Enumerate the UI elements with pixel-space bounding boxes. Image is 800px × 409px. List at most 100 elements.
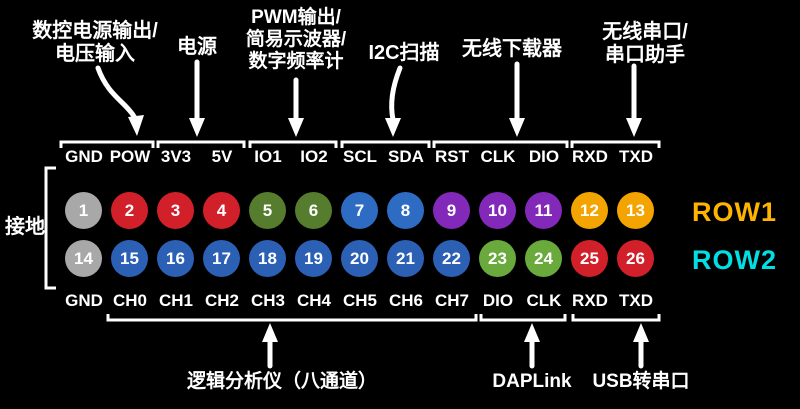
pin-4: 4 xyxy=(203,192,240,229)
annotation-daplink: DAPLink xyxy=(487,371,577,393)
top-label-rst: RST xyxy=(435,147,469,166)
top-label-rxd: RXD xyxy=(572,147,608,166)
bottom-label-ch1: CH1 xyxy=(158,291,193,310)
annotation-ground: 接地 xyxy=(5,216,45,238)
pin-17: 17 xyxy=(203,240,240,277)
annotation-usb-serial: USB转串口 xyxy=(586,371,696,393)
annotation-line: 逻辑分析仪（八通道） xyxy=(186,371,377,392)
arrowhead-pwm xyxy=(288,118,304,137)
bracket-io1-io2 xyxy=(248,140,338,148)
top-label-dio: DIO xyxy=(528,147,560,166)
top-label-clk: CLK xyxy=(480,147,516,166)
arrowhead-logic-analyzer xyxy=(262,323,278,342)
pin-1: 1 xyxy=(65,192,102,229)
top-label-scl: SCL xyxy=(343,147,377,166)
top-label-io1: IO1 xyxy=(254,147,282,166)
annotation-line: DAPLink xyxy=(492,371,572,392)
bottom-label-gnd: GND xyxy=(65,291,103,310)
bracket-usb-serial xyxy=(571,314,661,322)
annotation-line: 电压输入 xyxy=(55,43,135,65)
annotation-i2c: I2C扫描 xyxy=(350,42,458,65)
annotation-logic-analyzer: 逻辑分析仪（八通道） xyxy=(160,371,404,393)
bracket-rxd-txd-top xyxy=(570,140,661,148)
row1-label: ROW1 xyxy=(692,197,777,227)
bottom-label-ch2: CH2 xyxy=(204,291,239,310)
annotation-line: PWM输出/ xyxy=(251,7,341,28)
pin-25: 25 xyxy=(571,240,608,277)
arrowhead-usb-serial xyxy=(633,323,649,342)
arrow-i2c xyxy=(389,65,403,123)
annotation-wireless-downloader: 无线下载器 xyxy=(450,38,574,61)
annotation-line: I2C扫描 xyxy=(368,42,440,64)
pin-12: 12 xyxy=(571,192,608,229)
pin-13: 13 xyxy=(617,192,654,229)
pin-3: 3 xyxy=(157,192,194,229)
pin-21: 21 xyxy=(387,240,424,277)
bottom-label-txd: TXD xyxy=(619,291,653,310)
bottom-label-ch6: CH6 xyxy=(388,291,423,310)
arrowhead-daplink xyxy=(524,323,540,342)
arrowhead-wireless-downloader xyxy=(509,118,525,137)
top-label-pow: POW xyxy=(109,147,151,166)
pin-5: 5 xyxy=(249,192,286,229)
pin-11: 11 xyxy=(525,192,562,229)
pin-18: 18 xyxy=(249,240,286,277)
annotation-wireless-serial: 无线串口/ 串口助手 xyxy=(583,21,707,67)
pin-2: 2 xyxy=(111,192,148,229)
bracket-ground xyxy=(44,166,56,290)
annotation-line: 无线串口/ xyxy=(602,21,688,43)
bottom-label-rxd: RXD xyxy=(572,291,608,310)
annotation-pwm: PWM输出/ 简易示波器/ 数字频率计 xyxy=(229,7,363,73)
arrowhead-dc-power xyxy=(128,115,144,136)
annotation-line: 无线下载器 xyxy=(462,38,562,60)
top-pin-labels: GND POW 3V3 5V IO1 IO2 SCL SDA RST CLK DIO RXD TXD xyxy=(61,147,659,167)
pin-26: 26 xyxy=(617,240,654,277)
pin-23: 23 xyxy=(479,240,516,277)
row2-label: ROW2 xyxy=(692,245,777,275)
annotation-dc-power: 数控电源输出/ 电压输入 xyxy=(20,20,170,66)
pin-19: 19 xyxy=(295,240,332,277)
top-label-txd: TXD xyxy=(619,147,653,166)
pin-6: 6 xyxy=(295,192,332,229)
pin-15: 15 xyxy=(111,240,148,277)
bottom-label-ch7: CH7 xyxy=(434,291,469,310)
pin-7: 7 xyxy=(341,192,378,229)
pin-9: 9 xyxy=(433,192,470,229)
bottom-label-ch0: CH0 xyxy=(112,291,147,310)
bracket-3v3-5v xyxy=(156,140,246,148)
pin-20: 20 xyxy=(341,240,378,277)
annotation-line: 串口助手 xyxy=(605,44,685,66)
arrowhead-power xyxy=(189,118,205,137)
arrow-dc-power xyxy=(95,65,138,121)
bottom-label-ch3: CH3 xyxy=(250,291,285,310)
bracket-logic-analyzer xyxy=(106,314,478,322)
bottom-label-ch4: CH4 xyxy=(296,291,331,310)
pin-8: 8 xyxy=(387,192,424,229)
pin-14: 14 xyxy=(65,240,102,277)
bottom-label-clk: CLK xyxy=(526,291,562,310)
top-label-sda: SDA xyxy=(388,147,424,166)
top-label-3v3: 3V3 xyxy=(160,147,192,166)
top-label-gnd: GND xyxy=(65,147,103,166)
pin-16: 16 xyxy=(157,240,194,277)
annotation-line: 简易示波器/ xyxy=(245,29,347,50)
annotation-line: 数控电源输出/ xyxy=(32,20,158,42)
pin-24: 24 xyxy=(525,240,562,277)
top-label-5v: 5V xyxy=(211,147,233,166)
top-label-io2: IO2 xyxy=(300,147,328,166)
annotation-line: USB转串口 xyxy=(592,371,690,392)
arrowhead-wireless-serial xyxy=(626,118,642,137)
bracket-gnd-pow xyxy=(59,140,155,148)
bracket-daplink xyxy=(479,314,567,322)
annotation-line: 电源 xyxy=(177,36,217,58)
annotation-power: 电源 xyxy=(162,36,232,59)
bottom-label-dio: DIO xyxy=(482,291,514,310)
bracket-rst-clk-dio xyxy=(432,140,569,148)
pin-22: 22 xyxy=(433,240,470,277)
arrowhead-i2c xyxy=(385,118,401,137)
